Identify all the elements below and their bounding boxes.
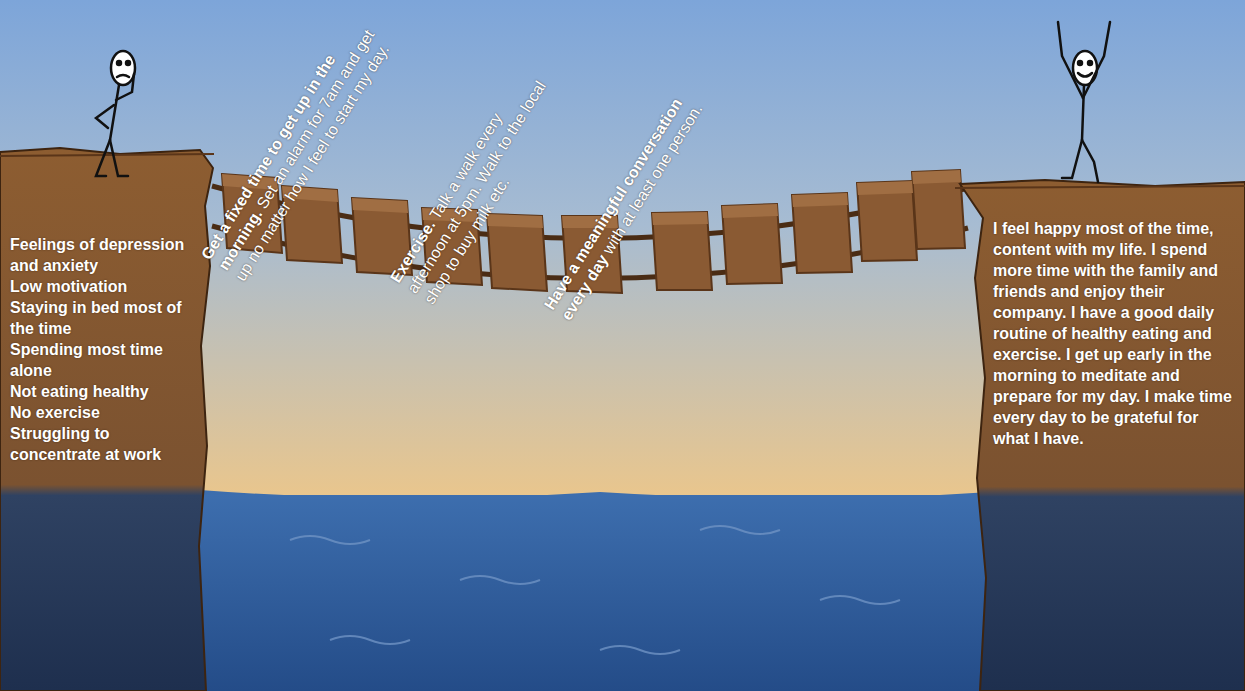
cliff-top-edge xyxy=(0,154,214,156)
cliff-text-box: Feelings of depression and anxietyLow mo… xyxy=(10,234,200,465)
cliff-text: Struggling to concentrate at work xyxy=(10,423,200,465)
cliff-text: No exercise xyxy=(10,402,200,423)
cliff-outline xyxy=(0,148,213,691)
cliff-text: Not eating healthy xyxy=(10,381,200,402)
cliff-text: Low motivation xyxy=(10,276,200,297)
cliff-text: I feel happy most of the time, content w… xyxy=(993,218,1239,449)
cliff-text: Feelings of depression and anxiety xyxy=(10,234,200,276)
plank-tops xyxy=(222,170,961,228)
cliff-node: Feelings of depression and anxietyLow mo… xyxy=(0,146,214,691)
cliff-text: Staying in bed most of the time xyxy=(10,297,200,339)
happy-stick-figure xyxy=(1058,22,1110,182)
cliff-text: Spending most time alone xyxy=(10,339,200,381)
cliff-outline xyxy=(960,180,1245,691)
sad-stick-figure xyxy=(96,51,135,176)
water-ripples xyxy=(290,526,900,654)
cliff-top-edge xyxy=(955,186,1245,188)
cliff-text-box: I feel happy most of the time, content w… xyxy=(993,218,1239,449)
cliff-node: I feel happy most of the time, content w… xyxy=(955,178,1245,691)
